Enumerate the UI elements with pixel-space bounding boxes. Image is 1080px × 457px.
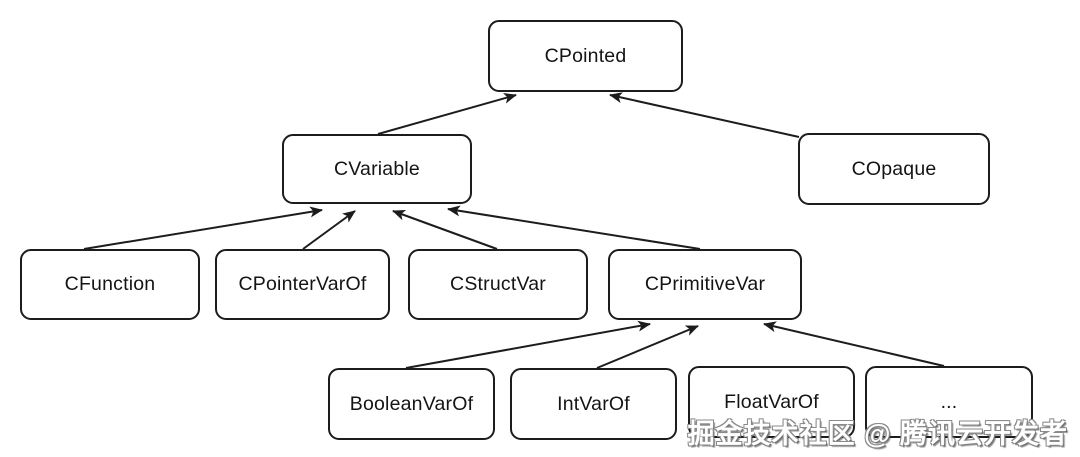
node-cstructvar: CStructVar [408,249,588,320]
node-cprimitivevar: CPrimitiveVar [608,249,802,320]
node-floatvarof: FloatVarOf [688,366,855,438]
edge-cpointervarof-to-cvariable [302,210,356,250]
node-ellipsis: ... [865,366,1033,438]
node-cpointervarof: CPointerVarOf [215,249,390,320]
node-cvariable: CVariable [282,134,472,204]
edge-intvarof-to-cprimitivevar [596,325,699,369]
node-label: ... [940,390,958,413]
edge-cvariable-to-cpointed [377,92,517,135]
node-label: IntVarOf [557,392,630,415]
edge-cfunction-to-cvariable [83,206,323,250]
watermark: 掘金技术社区 @ 腾讯云开发者 [687,419,1068,449]
node-label: CPointerVarOf [238,273,367,295]
node-label: COpaque [851,157,937,180]
node-label: FloatVarOf [724,390,819,413]
edge-copaque-to-cpointed [609,92,800,138]
node-label: CPointed [544,44,627,67]
edge-cstructvar-to-cvariable [392,209,498,250]
edge-ellipsis-to-cprimitivevar [763,321,945,367]
node-intvarof: IntVarOf [510,368,677,440]
node-label: CPrimitiveVar [644,273,766,295]
node-label: BooleanVarOf [349,392,474,415]
node-label: CFunction [64,273,156,295]
node-cpointed: CPointed [488,20,683,92]
node-booleanvarof: BooleanVarOf [328,368,495,440]
node-label: CVariable [334,157,420,180]
edge-booleanvarof-to-cprimitivevar [405,320,651,369]
node-cfunction: CFunction [20,249,200,320]
node-label: CStructVar [450,273,546,295]
edge-cprimitivevar-to-cvariable [447,205,701,250]
node-copaque: COpaque [798,133,990,205]
